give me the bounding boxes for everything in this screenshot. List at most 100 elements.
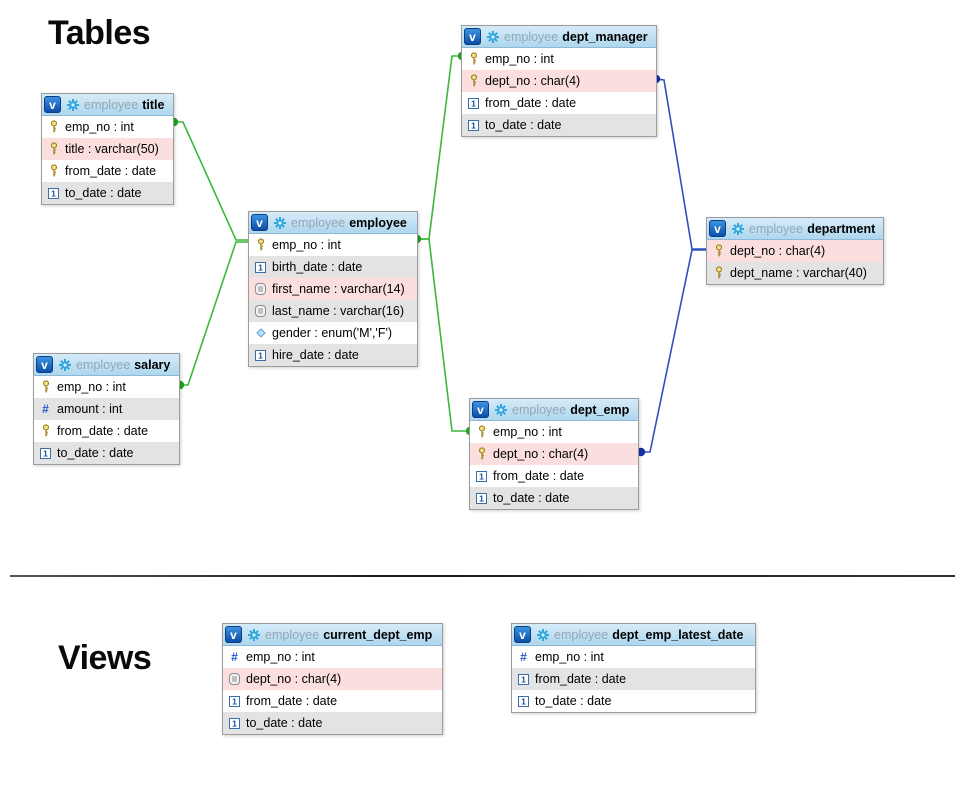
column-text: last_name : varchar(16) xyxy=(272,304,405,318)
column-row[interactable]: 1 from_date : date xyxy=(470,465,638,487)
column-row[interactable]: dept_name : varchar(40) xyxy=(707,262,883,284)
column-row[interactable]: # emp_no : int xyxy=(512,646,755,668)
column-row[interactable]: dept_no : char(4) xyxy=(470,443,638,465)
key-icon xyxy=(467,52,480,66)
column-row[interactable]: dept_no : char(4) xyxy=(462,70,656,92)
column-row[interactable]: 1 from_date : date xyxy=(512,668,755,690)
key-icon xyxy=(467,74,480,88)
date-icon: 1 xyxy=(467,118,480,132)
table-name: current_dept_emp xyxy=(323,627,433,642)
svg-text:1: 1 xyxy=(479,471,484,481)
schema-name: employee xyxy=(512,402,567,417)
column-row[interactable]: # amount : int xyxy=(34,398,179,420)
column-text: emp_no : int xyxy=(246,650,315,664)
numeric-icon: # xyxy=(520,650,527,664)
column-row[interactable]: first_name : varchar(14) xyxy=(249,278,417,300)
column-text: amount : int xyxy=(57,402,123,416)
views-heading: Views xyxy=(58,639,152,677)
key-icon xyxy=(475,425,488,439)
column-row[interactable]: from_date : date xyxy=(34,420,179,442)
view-badge-icon: v xyxy=(36,356,53,373)
date-icon: 1 xyxy=(467,96,480,110)
gear-icon[interactable] xyxy=(57,357,72,372)
schema-name: employee xyxy=(554,627,609,642)
column-row[interactable]: emp_no : int xyxy=(462,48,656,70)
date-icon: 1 xyxy=(228,694,241,708)
column-text: title : varchar(50) xyxy=(65,142,159,156)
schema-name: employee xyxy=(76,357,131,372)
column-text: gender : enum('M','F') xyxy=(272,326,393,340)
date-icon: 1 xyxy=(517,672,530,686)
column-row[interactable]: emp_no : int xyxy=(249,234,417,256)
column-text: emp_no : int xyxy=(493,425,562,439)
key-icon xyxy=(712,244,725,258)
column-text: to_date : date xyxy=(246,716,323,730)
column-row[interactable]: from_date : date xyxy=(42,160,173,182)
column-text: first_name : varchar(14) xyxy=(272,282,405,296)
date-icon: 1 xyxy=(475,491,488,505)
column-row[interactable]: last_name : varchar(16) xyxy=(249,300,417,322)
column-row[interactable]: #emp_no : int xyxy=(223,646,442,668)
column-text: emp_no : int xyxy=(535,650,604,664)
view-badge-icon: v xyxy=(225,626,242,643)
column-row[interactable]: emp_no : int xyxy=(34,376,179,398)
column-row[interactable]: 1 to_date : date xyxy=(223,712,442,734)
svg-text:1: 1 xyxy=(258,350,263,360)
gear-icon[interactable] xyxy=(485,29,500,44)
column-row[interactable]: emp_no : int xyxy=(470,421,638,443)
gear-icon[interactable] xyxy=(535,627,550,642)
relation-dept_emp-department xyxy=(641,249,706,453)
key-icon xyxy=(47,142,60,156)
svg-text:1: 1 xyxy=(479,493,484,503)
date-icon: 1 xyxy=(39,446,52,460)
key-icon xyxy=(254,238,267,252)
key-icon xyxy=(712,266,725,280)
column-text: from_date : date xyxy=(535,672,627,686)
schema-name: employee xyxy=(84,97,139,112)
column-row[interactable]: gender : enum('M','F') xyxy=(249,322,417,344)
gear-icon[interactable] xyxy=(65,97,80,112)
column-row[interactable]: title : varchar(50) xyxy=(42,138,173,160)
relation-dept_manager-department xyxy=(655,78,706,250)
gear-icon[interactable] xyxy=(493,402,508,417)
gear-icon[interactable] xyxy=(730,221,745,236)
date-icon: 1 xyxy=(475,469,488,483)
column-row[interactable]: dept_no : char(4) xyxy=(707,240,883,262)
svg-text:1: 1 xyxy=(43,448,48,458)
svg-text:1: 1 xyxy=(232,718,237,728)
column-row[interactable]: dept_no : char(4) xyxy=(223,668,442,690)
text-icon xyxy=(228,672,241,686)
gear-icon[interactable] xyxy=(272,215,287,230)
column-row[interactable]: emp_no : int xyxy=(42,116,173,138)
column-text: emp_no : int xyxy=(485,52,554,66)
numeric-icon: # xyxy=(42,402,49,416)
column-text: from_date : date xyxy=(493,469,585,483)
column-text: birth_date : date xyxy=(272,260,363,274)
gear-icon[interactable] xyxy=(246,627,261,642)
